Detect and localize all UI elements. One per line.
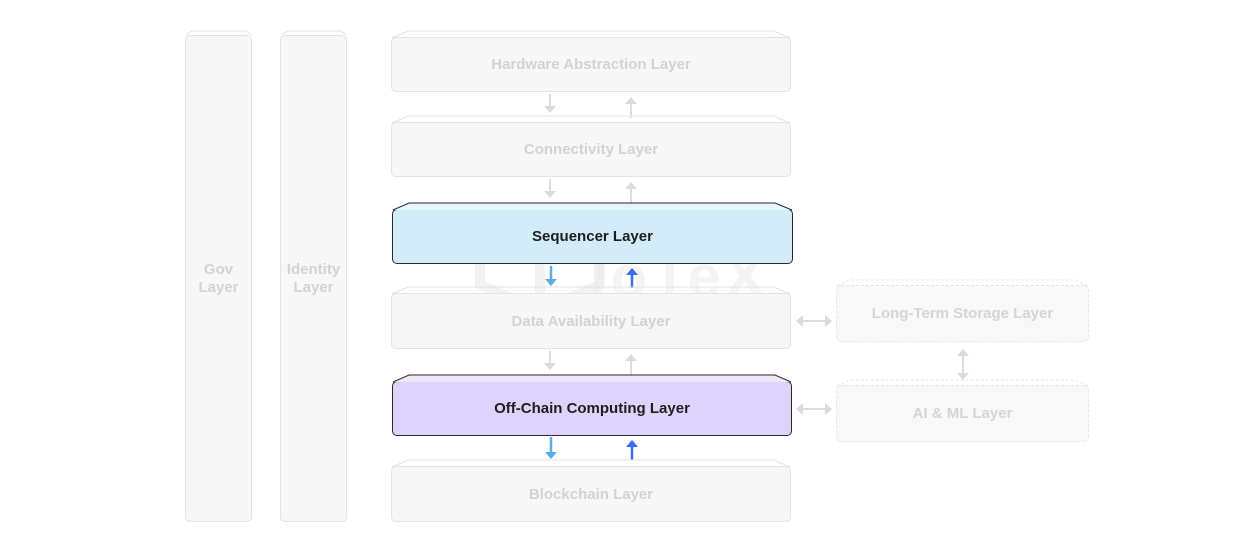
long-term-storage-layer-label: Long-Term Storage Layer <box>871 305 1054 322</box>
arrow-oc-aiml-left-head <box>796 403 803 415</box>
arrow-oc-aiml-right-head <box>825 403 832 415</box>
arrow-da-storage-right-head <box>825 315 832 327</box>
arrow-oc-bc-down-head <box>545 452 557 459</box>
arrow-oc-bc-up-head <box>626 440 638 447</box>
hardware-abstraction-layer-label: Hardware Abstraction Layer <box>491 56 691 73</box>
data-availability-layer-label: Data Availability Layer <box>511 312 671 330</box>
arrow-da-storage-left-head <box>796 315 803 327</box>
blockchain-layer-label: Blockchain Layer <box>528 485 654 503</box>
arrow-hw-conn-down-head <box>544 106 556 113</box>
long-term-storage-layer: Long-Term Storage Layer <box>836 285 1089 342</box>
arrow-hw-conn-up-head <box>625 97 637 104</box>
connectivity-layer: Connectivity Layer <box>391 122 791 177</box>
arrow-da-oc-up-head <box>625 354 637 361</box>
off-chain-computing-layer-label: Off-Chain Computing Layer <box>494 400 690 417</box>
gov-layer: Gov Layer <box>185 35 252 522</box>
off-chain-computing-layer: Off-Chain Computing Layer <box>392 381 792 436</box>
arrow-storage-aiml-up-head <box>957 349 969 356</box>
data-availability-layer: Data Availability Layer <box>391 293 791 349</box>
arrow-conn-seq-up-head <box>625 182 637 189</box>
ai-ml-layer-label: AI & ML Layer <box>912 405 1013 422</box>
arrow-da-oc-down-head <box>544 363 556 370</box>
ai-ml-layer: AI & ML Layer <box>836 385 1089 442</box>
arrow-seq-da-up-head <box>626 268 638 275</box>
sequencer-layer-label: Sequencer Layer <box>532 228 653 245</box>
identity-layer-label: Identity Layer <box>286 260 341 296</box>
connectivity-layer-label: Connectivity Layer <box>523 141 659 158</box>
sequencer-layer: Sequencer Layer <box>392 209 793 264</box>
hardware-abstraction-layer: Hardware Abstraction Layer <box>391 37 791 92</box>
gov-layer-label: Gov Layer <box>198 260 239 296</box>
arrow-seq-da-down-head <box>545 279 557 286</box>
arrow-storage-aiml-down-head <box>957 373 969 380</box>
arrow-conn-seq-down-head <box>544 191 556 198</box>
identity-layer: Identity Layer <box>280 35 347 522</box>
blockchain-layer: Blockchain Layer <box>391 466 791 522</box>
